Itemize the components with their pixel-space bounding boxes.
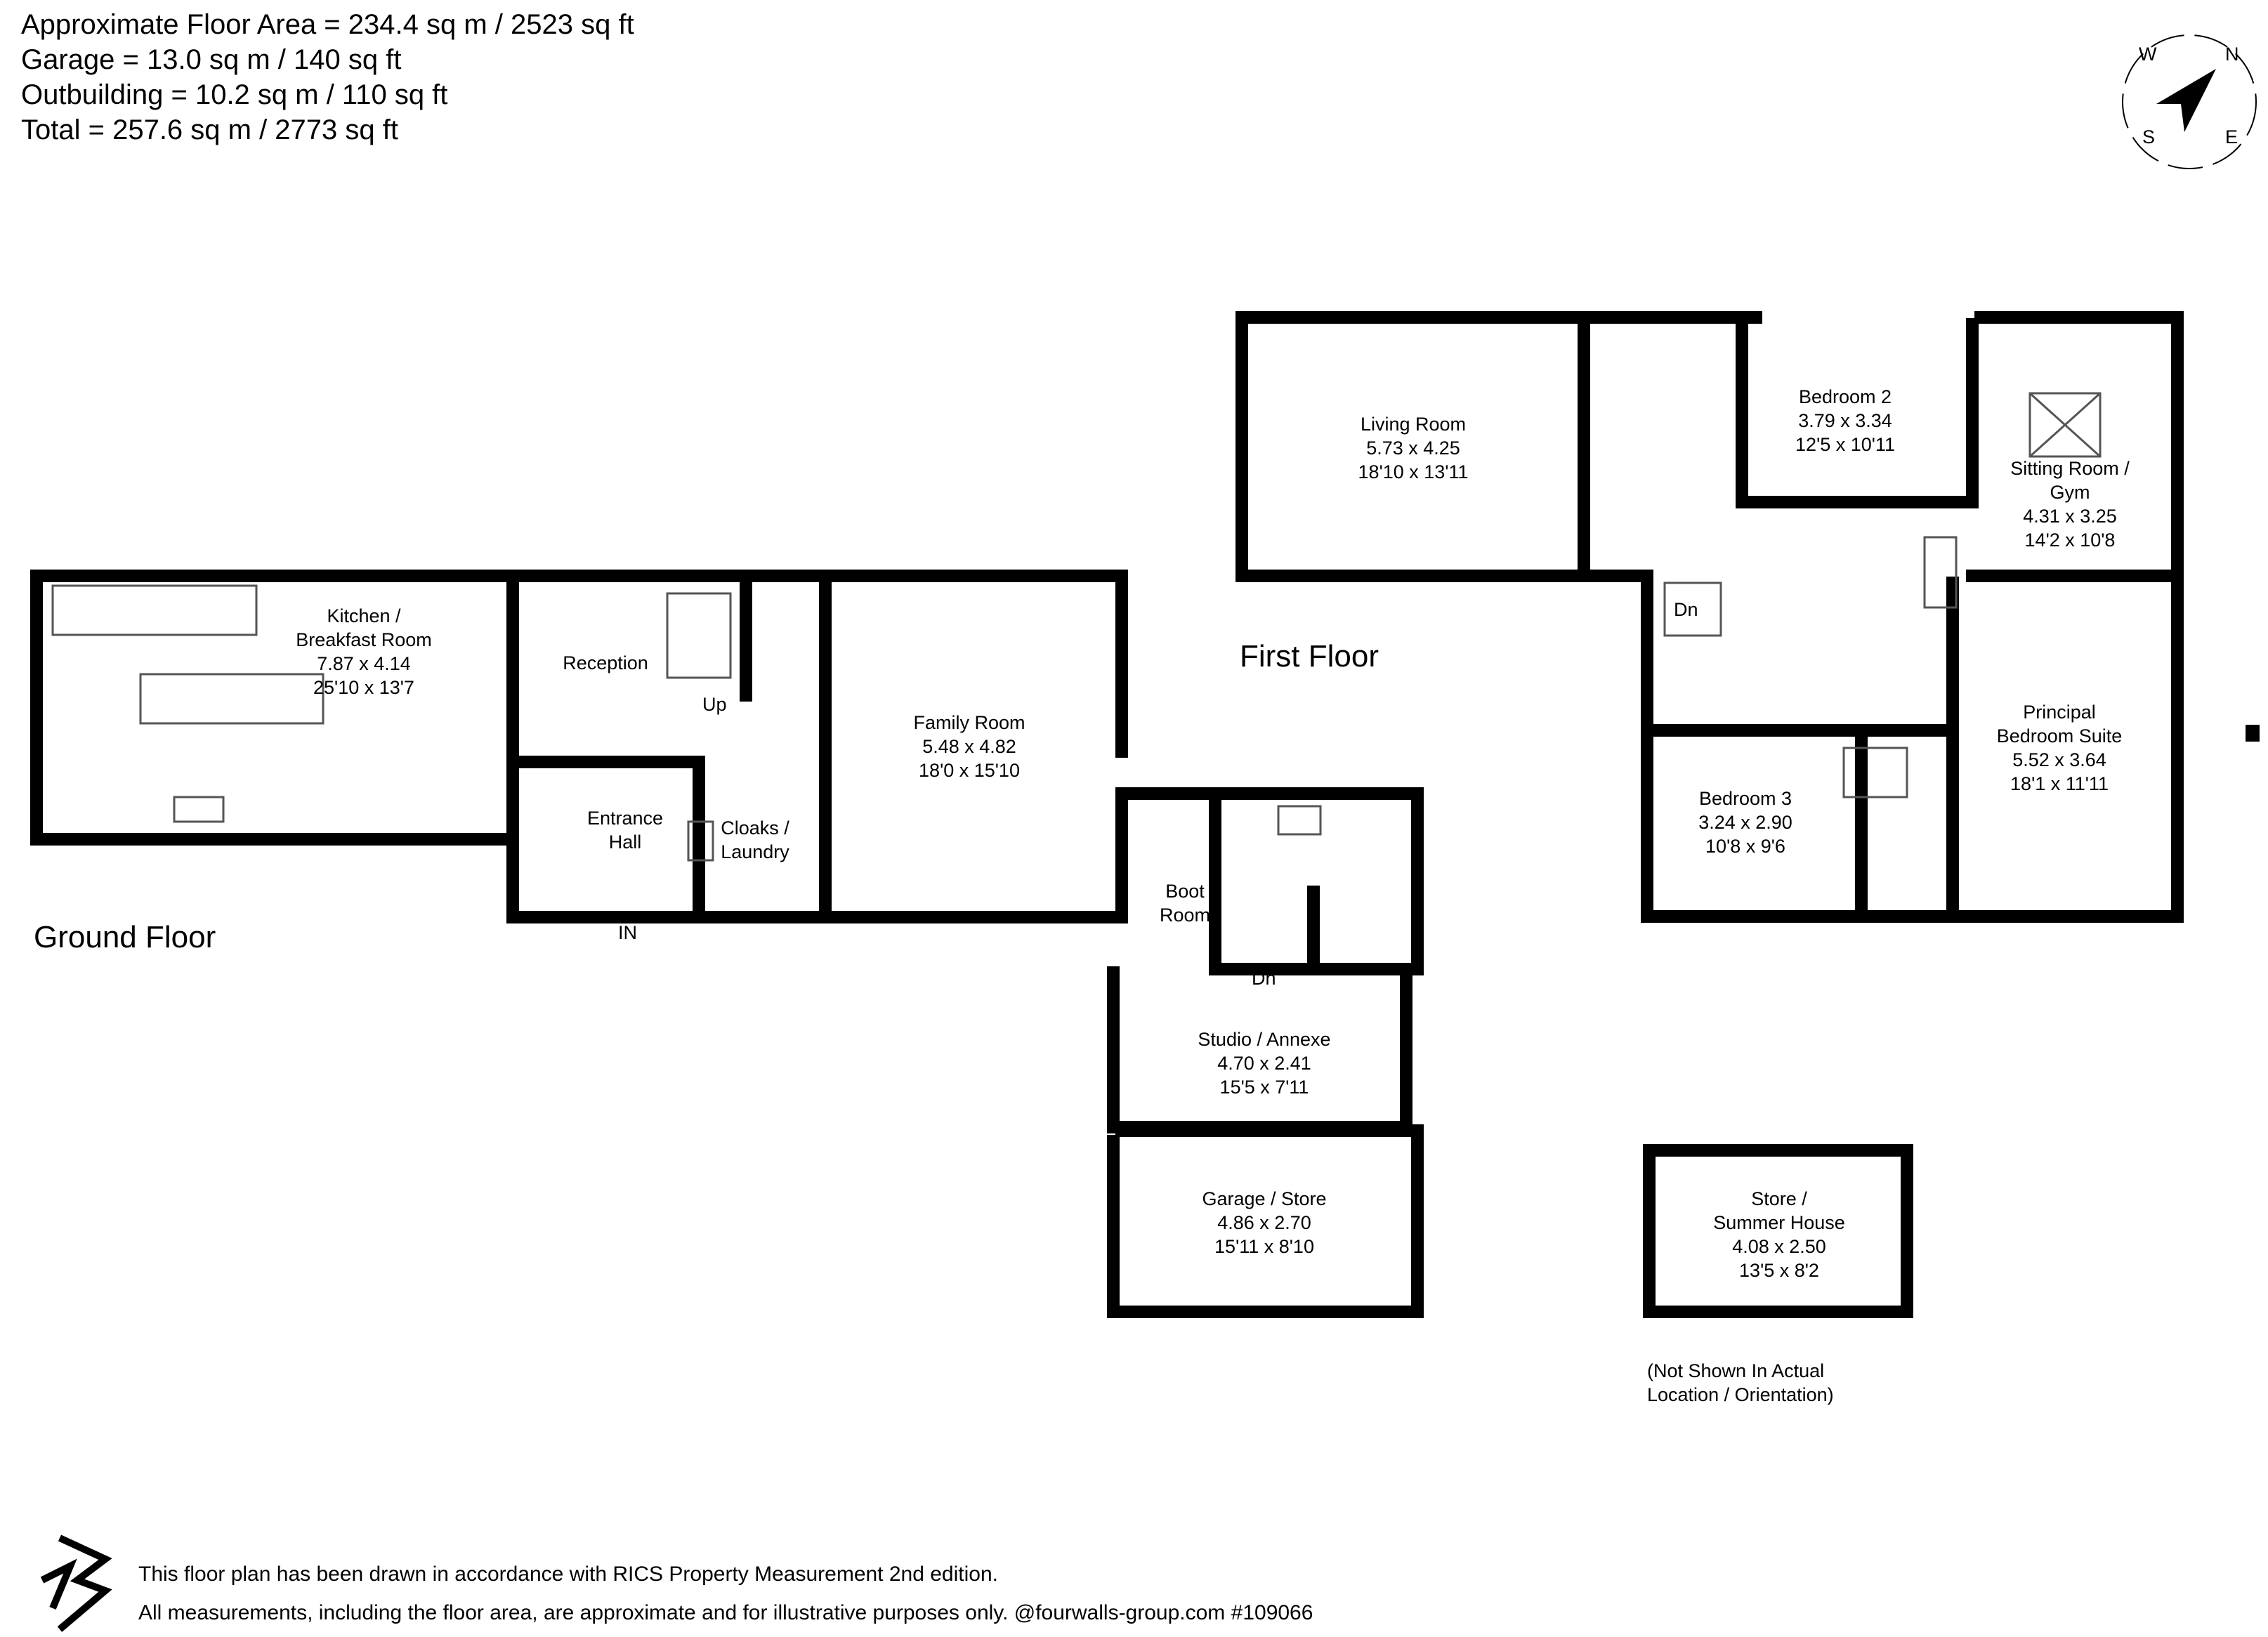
outbuilding-walls (1643, 1144, 1913, 1318)
room-bedroom3-imperial: 10'8 x 9'6 (1705, 836, 1785, 857)
room-principal-metric: 5.52 x 3.64 (2012, 749, 2106, 770)
garage-area: Garage = 13.0 sq m / 140 sq ft (21, 44, 402, 75)
room-principal: Principal Bedroom Suite 5.52 x 3.64 18'1… (1997, 700, 2123, 796)
room-living-name: Living Room (1360, 414, 1467, 435)
room-kitchen-metric: 7.87 x 4.14 (317, 653, 411, 674)
compass-west: W (2139, 44, 2157, 65)
living-room-wall (1578, 318, 1979, 581)
entrance-hall-walls (506, 570, 832, 923)
shower-icon (1842, 747, 1908, 798)
room-family: Family Room 5.48 x 4.82 18'0 x 15'10 (913, 711, 1025, 782)
sink-icon (173, 796, 225, 823)
footer-line-1: This floor plan has been drawn in accord… (138, 1563, 998, 1586)
first-floor-label: First Floor (1240, 639, 1379, 673)
room-reception: Reception (563, 651, 648, 675)
boot-room-walls (1115, 787, 1424, 975)
outbuilding-area: Outbuilding = 10.2 sq m / 110 sq ft (21, 79, 448, 110)
room-garage-imperial: 15'11 x 8'10 (1214, 1236, 1314, 1257)
room-entrance: Entrance Hall (587, 806, 663, 854)
room-store: Store / Summer House 4.08 x 2.50 13'5 x … (1713, 1187, 1845, 1282)
room-studio: Studio / Annexe 4.70 x 2.41 15'5 x 7'11 (1198, 1027, 1330, 1099)
room-bedroom3: Bedroom 3 3.24 x 2.90 10'8 x 9'6 (1698, 787, 1792, 858)
room-kitchen: Kitchen / Breakfast Room 7.87 x 4.14 25'… (296, 604, 432, 699)
room-sitting-imperial: 14'2 x 10'8 (2024, 530, 2116, 551)
room-kitchen-name: Kitchen / Breakfast Room (296, 605, 432, 650)
room-family-name: Family Room (913, 712, 1025, 733)
room-family-metric: 5.48 x 4.82 (922, 736, 1016, 757)
outbuilding-note: (Not Shown In Actual Location / Orientat… (1647, 1360, 1834, 1405)
room-boot: Boot Room (1160, 879, 1210, 927)
stairs-down-marker-ground: Dn (1252, 968, 1276, 989)
room-cloaks: Cloaks / Laundry (721, 816, 789, 864)
room-boot-name: Boot Room (1159, 881, 1211, 926)
compass-east: E (2225, 126, 2238, 147)
room-studio-imperial: 15'5 x 7'11 (1219, 1077, 1309, 1098)
room-living-metric: 5.73 x 4.25 (1366, 438, 1460, 459)
room-studio-metric: 4.70 x 2.41 (1217, 1053, 1311, 1074)
compass-south: S (2142, 126, 2156, 147)
room-bedroom3-metric: 3.24 x 2.90 (1698, 812, 1792, 833)
compass-north: N (2225, 44, 2239, 65)
room-store-metric: 4.08 x 2.50 (1732, 1236, 1826, 1257)
room-bedroom2-imperial: 12'5 x 10'11 (1795, 434, 1895, 455)
room-sitting-name: Sitting Room / Gym (2010, 458, 2130, 503)
garage-walls (1107, 1124, 1424, 1318)
room-bedroom2-name: Bedroom 2 (1798, 386, 1892, 407)
ground-floor-label: Ground Floor (34, 920, 216, 954)
room-studio-name: Studio / Annexe (1198, 1029, 1331, 1050)
kitchen-worktop (51, 584, 258, 636)
room-reception-name: Reception (563, 652, 648, 673)
company-logo (40, 1534, 112, 1632)
room-garage: Garage / Store 4.86 x 2.70 15'11 x 8'10 (1202, 1187, 1326, 1258)
room-entrance-name: Entrance Hall (586, 808, 664, 853)
room-garage-metric: 4.86 x 2.70 (1217, 1212, 1311, 1233)
room-store-imperial: 13'5 x 8'2 (1739, 1260, 1819, 1281)
approx-floor-area: Approximate Floor Area = 234.4 sq m / 25… (21, 9, 634, 40)
room-principal-name: Principal Bedroom Suite (1996, 702, 2123, 747)
room-store-name: Store / Summer House (1713, 1188, 1845, 1233)
room-principal-imperial: 18'1 x 11'11 (2010, 773, 2109, 794)
sink-icon-2 (687, 820, 714, 862)
room-kitchen-imperial: 25'10 x 13'7 (313, 677, 414, 698)
entrance-marker: IN (618, 922, 637, 943)
staircase-ground (666, 592, 732, 679)
room-bedroom3-name: Bedroom 3 (1698, 788, 1792, 809)
room-sitting: Sitting Room / Gym 4.31 x 3.25 14'2 x 10… (2010, 456, 2130, 552)
skylight (2028, 392, 2102, 458)
footer-line-2: All measurements, including the floor ar… (138, 1601, 1313, 1624)
room-bedroom2: Bedroom 2 3.79 x 3.34 12'5 x 10'11 (1795, 385, 1895, 456)
room-living-imperial: 18'10 x 13'11 (1358, 461, 1469, 482)
bath-icon (1923, 536, 1958, 609)
compass-icon (2122, 34, 2257, 169)
stairs-down-marker-first: Dn (1674, 599, 1698, 620)
kitchen-island (139, 673, 325, 725)
room-bedroom2-metric: 3.79 x 3.34 (1798, 410, 1892, 431)
room-garage-name: Garage / Store (1202, 1188, 1327, 1209)
stairs-up-marker: Up (702, 694, 727, 715)
edge-marker (2246, 725, 2260, 742)
room-sitting-metric: 4.31 x 3.25 (2023, 506, 2117, 527)
annexe-sink (1277, 805, 1322, 836)
first-floor-walls (1235, 311, 2184, 923)
staircase-first (1663, 581, 1722, 637)
total-area: Total = 257.6 sq m / 2773 sq ft (21, 114, 398, 145)
bedroom-walls (1641, 570, 2177, 923)
room-living: Living Room 5.73 x 4.25 18'10 x 13'11 (1358, 412, 1469, 484)
room-family-imperial: 18'0 x 15'10 (919, 760, 1020, 781)
room-cloaks-name: Cloaks / Laundry (721, 817, 789, 862)
